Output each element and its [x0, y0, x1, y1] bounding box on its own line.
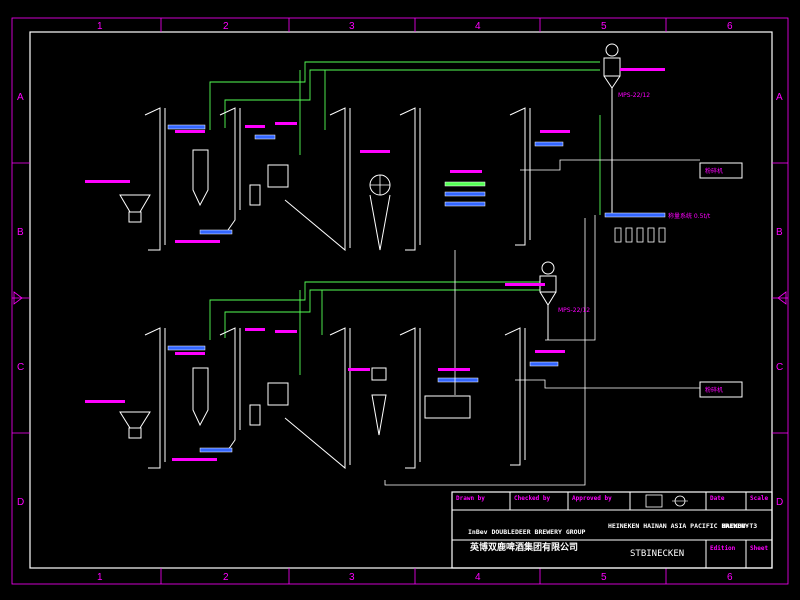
col-label: 1	[97, 21, 103, 32]
drawn-by-label: Drawn by	[456, 495, 485, 502]
ruler-labels: 1 2 3 4 5 6 1 2 3 4 5 6 A B C D A B C D	[17, 21, 783, 583]
date-label: Date	[710, 495, 725, 502]
bottom-right-box-label: 粉碎机	[705, 386, 723, 394]
center-mark-left	[13, 291, 23, 305]
col-label: 1	[97, 572, 103, 583]
company-en: InBev DOUBLEDEER BREWERY GROUP	[468, 528, 585, 536]
col-label: 5	[601, 572, 607, 583]
inner-frame	[29, 31, 773, 569]
ruler-ticks	[12, 18, 788, 584]
row-label: B	[17, 227, 24, 238]
drawing-number: HAIKOU-T3	[722, 522, 757, 530]
row-label: B	[776, 227, 783, 238]
row-label: C	[17, 362, 24, 373]
col-label: 6	[727, 21, 733, 32]
checked-by-label: Checked by	[514, 495, 551, 502]
row-label: C	[776, 362, 783, 373]
title-block: Drawn by Checked by Approved by Date Sca…	[451, 491, 773, 569]
col-label: 3	[349, 572, 355, 583]
projection-symbol-icon	[645, 494, 663, 508]
scale-label: Scale	[750, 495, 768, 502]
col-label: 4	[475, 572, 481, 583]
top-right-box-label: 粉碎机	[705, 167, 723, 175]
top-mps-label: MPS-22/12	[618, 92, 650, 99]
col-label: 6	[727, 572, 733, 583]
company-cn: 英博双鹿啤酒集团有限公司	[469, 541, 578, 553]
bottom-mps-label: MPS-22/12	[558, 307, 590, 314]
drawing-title: STBINECKEN	[630, 549, 684, 559]
col-label: 5	[601, 21, 607, 32]
center-mark-right	[777, 291, 787, 305]
col-label: 4	[475, 21, 481, 32]
row-label: D	[17, 497, 24, 508]
edition-label: Edition	[710, 545, 736, 552]
approved-by-label: Approved by	[572, 495, 612, 502]
col-label: 3	[349, 21, 355, 32]
outer-frame	[11, 17, 789, 585]
col-label: 2	[223, 572, 229, 583]
top-weigh-label: 称量系统 0.5t/t	[668, 212, 711, 220]
row-label: A	[776, 92, 783, 103]
row-label: A	[17, 92, 24, 103]
project-name: HEINEKEN HAINAN ASIA PACIFIC BREWERY	[608, 522, 749, 530]
sheet-label: Sheet	[750, 545, 768, 552]
col-label: 2	[223, 21, 229, 32]
row-label: D	[776, 497, 783, 508]
top-process-line: MPS-22/12 粉碎机 称量系统 0.5t/t	[85, 43, 743, 252]
bottom-process-line: MPS-22/12 粉碎机	[85, 215, 743, 486]
